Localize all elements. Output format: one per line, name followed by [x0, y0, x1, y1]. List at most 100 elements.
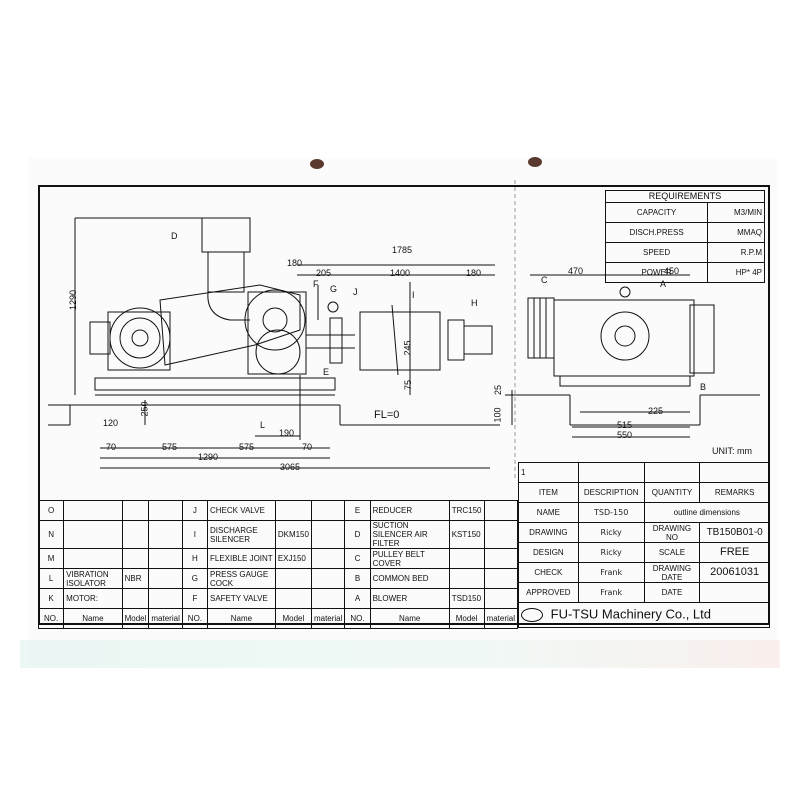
part-material — [310, 520, 346, 549]
part-name: REDUCER — [369, 500, 450, 521]
header-name: Name — [63, 608, 123, 629]
part-model: NBR — [121, 568, 150, 589]
dim-205: 205 — [316, 268, 332, 278]
company-cell: FU-TSU Machinery Co., Ltd — [518, 602, 770, 628]
part-name: SUCTION SILENCER AIR FILTER — [369, 520, 450, 549]
title-block: 1 ITEM DESCRIPTION QUANTITY REMARKS NAME… — [518, 462, 771, 628]
part-material — [310, 568, 346, 589]
part-model — [121, 548, 150, 569]
header-no: NO. — [181, 608, 209, 629]
date-value: 20061031 — [699, 562, 770, 583]
part-name: SAFETY VALVE — [207, 588, 276, 609]
part-name: MOTOR: — [63, 588, 123, 609]
part-no: K — [37, 588, 65, 609]
part-name — [63, 520, 123, 549]
dim-245: 245 — [402, 340, 413, 356]
part-model — [448, 548, 485, 569]
date-label: DRAWING DATE — [643, 562, 701, 583]
dim-3065: 3065 — [280, 462, 301, 472]
design-value: Ricky — [577, 542, 645, 563]
scale-value: FREE — [699, 542, 770, 563]
scale-label: SCALE — [643, 542, 701, 563]
callout-A: A — [660, 279, 667, 289]
part-material — [148, 548, 183, 569]
drawing-no-value: TB150B01-0 — [699, 522, 770, 543]
dim-75: 75 — [403, 379, 414, 391]
part-material — [310, 500, 346, 521]
dim-1400: 1400 — [390, 268, 411, 278]
part-material — [148, 588, 183, 609]
part-model: TSD150 — [448, 588, 485, 609]
dim-575-b: 575 — [239, 442, 255, 452]
part-model — [274, 568, 312, 589]
part-no: J — [181, 500, 209, 521]
callout-E: E — [323, 367, 330, 377]
part-model: DKM150 — [274, 520, 312, 549]
callout-B: B — [700, 382, 707, 392]
part-model — [274, 500, 312, 521]
part-no: I — [181, 520, 209, 549]
part-no: F — [181, 588, 209, 609]
part-no: G — [181, 568, 209, 589]
item-row: 1 — [518, 462, 770, 483]
dim-1290-height: 1290 — [68, 289, 79, 311]
part-material — [148, 500, 183, 521]
scan-tint — [20, 640, 780, 668]
part-name: PRESS GAUGE COCK — [207, 568, 276, 589]
dim-1785: 1785 — [392, 245, 413, 255]
part-material — [148, 568, 183, 589]
part-no: D — [344, 520, 371, 549]
part-model — [121, 520, 150, 549]
dim-190: 190 — [279, 428, 295, 438]
dim-180-right: 180 — [466, 268, 482, 278]
part-material — [148, 520, 183, 549]
req-value: R.P.M — [707, 242, 765, 263]
remarks-header: REMARKS — [699, 482, 770, 503]
design-label: DESIGN — [518, 542, 579, 563]
check-label: CHECK — [518, 562, 579, 583]
item-number: 1 — [518, 462, 579, 483]
header-material: material — [310, 608, 346, 629]
part-material — [483, 548, 519, 569]
check-value: Frank — [577, 562, 645, 583]
name-subtitle: outline dimensions — [643, 502, 771, 523]
req-value: MMAQ — [707, 222, 765, 243]
part-name: COMMON BED — [369, 568, 450, 589]
req-value: M3/MIN — [707, 202, 765, 223]
part-model — [121, 588, 150, 609]
dim-180: 180 — [287, 258, 303, 268]
header-no: NO. — [37, 608, 65, 629]
header-name: Name — [369, 608, 450, 629]
part-no: A — [344, 588, 371, 609]
callout-H: H — [471, 298, 478, 308]
part-model: TRC150 — [448, 500, 485, 521]
unit-label: UNIT: mm — [712, 446, 752, 456]
dim-550: 550 — [617, 430, 633, 440]
header-material: material — [148, 608, 183, 629]
part-no: L — [37, 568, 65, 589]
header-material: material — [483, 608, 519, 629]
req-label: POWER — [604, 262, 709, 283]
callout-F: F — [313, 279, 319, 289]
dim-120: 120 — [103, 418, 119, 428]
header-model: Model — [121, 608, 150, 629]
header-model: Model — [274, 608, 312, 629]
part-model: KST150 — [448, 520, 485, 549]
req-label: CAPACITY — [604, 202, 709, 223]
req-label: DISCH.PRESS — [604, 222, 709, 243]
drawing-label: DRAWING — [518, 522, 579, 543]
callout-G: G — [330, 284, 338, 294]
part-model — [121, 500, 150, 521]
requirements-title: REQUIREMENTS — [605, 190, 765, 203]
approved-label: APPROVED — [518, 582, 579, 603]
part-name: FLEXIBLE JOINT — [207, 548, 276, 569]
binder-hole — [310, 159, 324, 169]
part-model — [448, 568, 485, 589]
